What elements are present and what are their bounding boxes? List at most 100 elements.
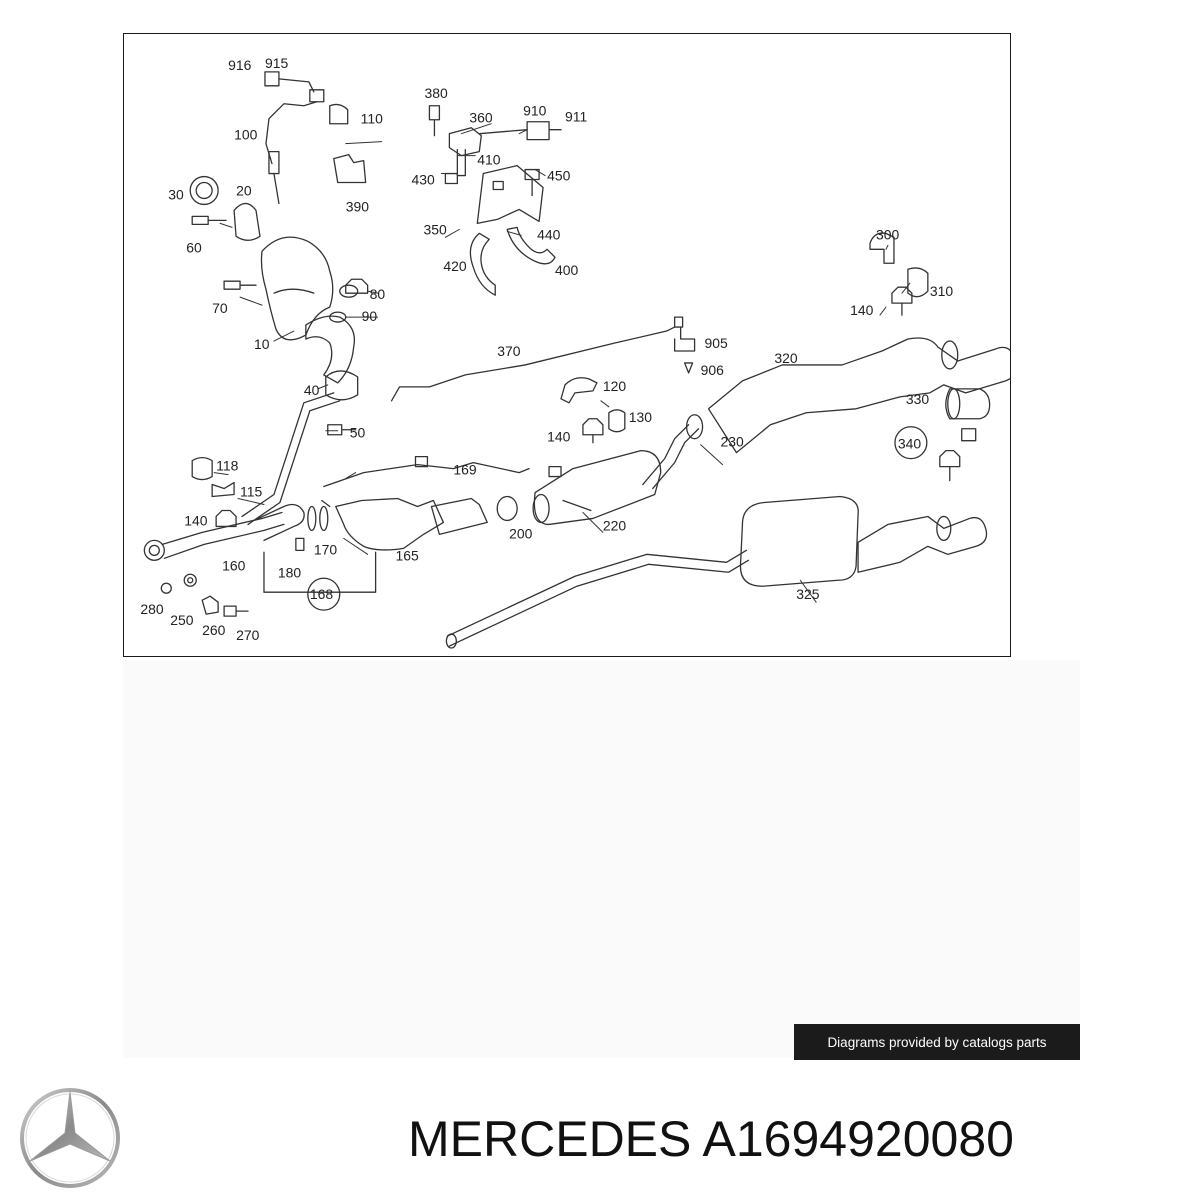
gasket-170-part [307, 505, 317, 532]
callout-140: 140 [850, 302, 874, 318]
callout-905: 905 [705, 335, 729, 351]
callout-360: 360 [469, 110, 493, 126]
callout-420: 420 [443, 258, 467, 274]
part-number-title: MERCEDES A1694920080 [408, 1111, 1014, 1167]
bracket-300-part [869, 232, 895, 264]
tailpipe-tip-330-part [945, 388, 991, 420]
callout-70: 70 [212, 300, 228, 316]
callout-350: 350 [423, 221, 447, 237]
callout-140: 140 [184, 512, 208, 528]
bolt-140-rear-part [891, 286, 913, 316]
callout-120: 120 [603, 378, 627, 394]
bracket-115-part [211, 481, 235, 498]
kit-168-bracket-line [263, 551, 377, 593]
callout-140: 140 [547, 429, 571, 445]
callout-280: 280 [140, 601, 164, 617]
callout-220: 220 [603, 517, 627, 533]
rear-pipe-320-part [707, 337, 1010, 454]
callout-50: 50 [350, 425, 366, 441]
clamp-20-part [233, 202, 261, 241]
callout-440: 440 [537, 226, 561, 242]
blank-area [123, 660, 1080, 1058]
catalyst-165-part [335, 497, 445, 551]
center-muffler-220-part [532, 450, 662, 526]
callout-168: 168 [310, 586, 334, 602]
callout-390: 390 [346, 198, 370, 214]
callout-100: 100 [234, 127, 258, 143]
clamp-200-part [496, 495, 518, 522]
mercedes-star-icon [20, 1088, 120, 1188]
washer-280-part [160, 582, 172, 594]
callout-430: 430 [412, 172, 436, 188]
leader-lines [213, 123, 911, 603]
bolt-60-part [191, 215, 227, 226]
callout-30: 30 [168, 186, 184, 202]
callout-380: 380 [424, 85, 448, 101]
bolt-70-part [223, 280, 257, 290]
callout-168-circle [307, 577, 341, 611]
sensor-line-370-part [390, 326, 676, 402]
bolt-140-mid-part [582, 418, 604, 444]
callout-80: 80 [370, 286, 386, 302]
clip-180-part [295, 537, 305, 551]
plug-906-part [683, 362, 694, 374]
bolt-50-part [327, 424, 357, 436]
callout-60: 60 [186, 239, 202, 255]
rear-silencer-325-part [445, 495, 988, 649]
callout-250: 250 [170, 612, 194, 628]
clamp-40-part [325, 370, 359, 401]
callout-310: 310 [930, 283, 954, 299]
callout-10: 10 [254, 336, 270, 352]
callout-910: 910 [523, 103, 547, 119]
callout-230: 230 [721, 434, 745, 450]
callout-330: 330 [906, 391, 930, 407]
callout-160: 160 [222, 557, 246, 573]
callout-370: 370 [497, 343, 521, 359]
callout-115: 115 [240, 484, 262, 500]
callout-410: 410 [477, 152, 501, 168]
callout-20: 20 [236, 182, 252, 198]
front-pipe-160-part [143, 392, 341, 561]
catalyst-10-part [223, 236, 359, 384]
callout-40: 40 [304, 382, 320, 398]
clamp-340-part [961, 428, 977, 442]
callout-180: 180 [278, 564, 302, 580]
callout-340: 340 [898, 436, 922, 452]
nut-80-part [345, 278, 369, 294]
egr-valve-assembly [428, 105, 562, 296]
connector-905-part [674, 316, 696, 352]
callout-90: 90 [362, 308, 378, 324]
callout-915: 915 [265, 55, 289, 71]
bolt-140-front-part [215, 509, 237, 528]
callout-169: 169 [453, 462, 477, 478]
callout-170: 170 [314, 541, 338, 557]
callout-270: 270 [236, 627, 260, 643]
exhaust-system-diagram: 9169151101003803609109114104304503903020… [140, 55, 1010, 649]
nut-260-part [201, 595, 219, 615]
oxygen-sensor-part [264, 71, 349, 205]
bolt-340-part [939, 450, 961, 482]
callout-118: 118 [216, 458, 238, 474]
callout-325: 325 [796, 586, 820, 602]
bolt-270-part [223, 605, 249, 617]
clip-390-part [333, 153, 367, 184]
pressure-line-169-part [323, 461, 530, 488]
gasket-30-part [189, 175, 219, 206]
callout-130: 130 [629, 409, 653, 425]
callout-400: 400 [555, 262, 579, 278]
credit-banner: Diagrams provided by catalogs parts [794, 1024, 1080, 1060]
pipe-230-part [642, 424, 690, 486]
callout-911: 911 [565, 109, 587, 125]
hanger-120-part [560, 377, 598, 404]
washer-250-part [183, 573, 197, 587]
callout-165: 165 [396, 547, 420, 563]
callout-906: 906 [701, 362, 725, 378]
callout-320: 320 [774, 350, 798, 366]
rubber-mount-130-part [608, 409, 626, 433]
callout-260: 260 [202, 622, 226, 638]
callout-200: 200 [509, 525, 533, 541]
rubber-hanger-118-part [191, 456, 213, 481]
callout-110: 110 [361, 111, 383, 127]
